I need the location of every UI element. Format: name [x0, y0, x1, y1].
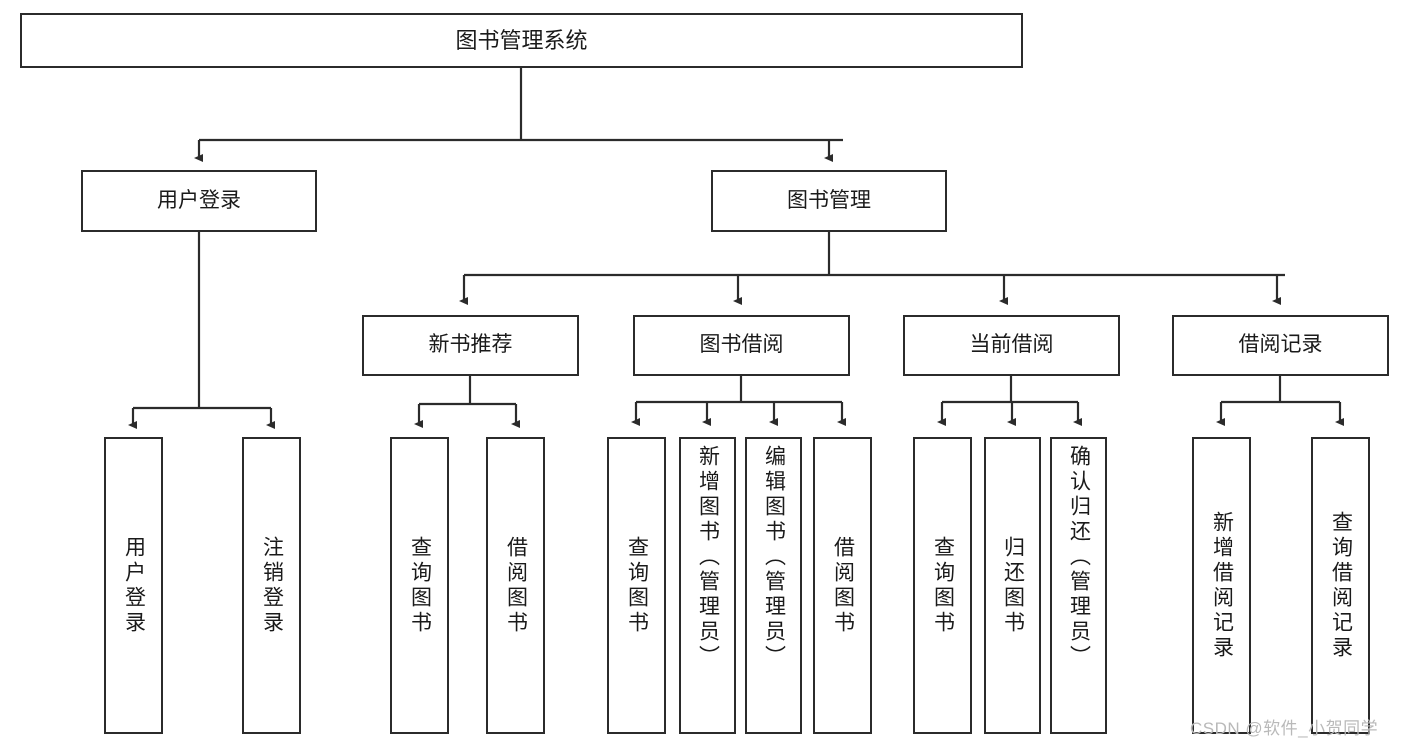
node-leaf-user-login[interactable]: 用户登录 [104, 437, 163, 734]
node-leaf-query-book-rec-label: 查询图书 [408, 535, 432, 636]
node-book-manage[interactable]: 图书管理 [711, 170, 947, 232]
node-current-borrow[interactable]: 当前借阅 [903, 315, 1120, 376]
node-leaf-query-book-current-label: 查询图书 [931, 535, 955, 636]
node-leaf-confirm-return[interactable]: 确认归还（管理员） [1050, 437, 1107, 734]
node-leaf-query-record-label: 查询借阅记录 [1329, 510, 1353, 661]
node-leaf-user-logout[interactable]: 注销登录 [242, 437, 301, 734]
node-leaf-query-record[interactable]: 查询借阅记录 [1311, 437, 1370, 734]
node-user-login-label: 用户登录 [157, 188, 241, 212]
node-leaf-add-record[interactable]: 新增借阅记录 [1192, 437, 1251, 734]
node-book-borrow-label: 图书借阅 [699, 333, 784, 357]
node-borrow-record[interactable]: 借阅记录 [1172, 315, 1389, 376]
node-leaf-borrow-book-rec[interactable]: 借阅图书 [486, 437, 545, 734]
node-leaf-query-book-current[interactable]: 查询图书 [913, 437, 972, 734]
node-leaf-borrow-book[interactable]: 借阅图书 [813, 437, 872, 734]
node-leaf-add-record-label: 新增借阅记录 [1210, 510, 1234, 661]
node-book-borrow[interactable]: 图书借阅 [633, 315, 850, 376]
node-root[interactable]: 图书管理系统 [20, 13, 1023, 68]
node-new-book-rec[interactable]: 新书推荐 [362, 315, 579, 376]
node-leaf-borrow-book-rec-label: 借阅图书 [504, 535, 528, 636]
node-leaf-return-book[interactable]: 归还图书 [984, 437, 1041, 734]
node-leaf-borrow-book-label: 借阅图书 [831, 535, 855, 636]
node-borrow-record-label: 借阅记录 [1238, 333, 1323, 357]
node-leaf-user-logout-label: 注销登录 [260, 535, 284, 636]
node-leaf-edit-book-label: 编辑图书（管理员） [762, 445, 786, 670]
node-user-login[interactable]: 用户登录 [81, 170, 317, 232]
node-leaf-edit-book[interactable]: 编辑图书（管理员） [745, 437, 802, 734]
node-leaf-query-book-borrow-label: 查询图书 [625, 535, 649, 636]
node-current-borrow-label: 当前借阅 [969, 333, 1054, 357]
node-leaf-user-login-label: 用户登录 [122, 535, 146, 636]
node-leaf-query-book-borrow[interactable]: 查询图书 [607, 437, 666, 734]
node-leaf-add-book[interactable]: 新增图书（管理员） [679, 437, 736, 734]
node-leaf-return-book-label: 归还图书 [1001, 535, 1025, 636]
node-leaf-add-book-label: 新增图书（管理员） [696, 445, 720, 670]
node-leaf-query-book-rec[interactable]: 查询图书 [390, 437, 449, 734]
node-root-label: 图书管理系统 [455, 27, 588, 53]
csdn-watermark: CSDN @软件_小贺同学 [1190, 719, 1379, 738]
node-leaf-confirm-return-label: 确认归还（管理员） [1067, 445, 1091, 670]
node-new-book-rec-label: 新书推荐 [428, 333, 513, 357]
node-book-manage-label: 图书管理 [787, 188, 871, 212]
